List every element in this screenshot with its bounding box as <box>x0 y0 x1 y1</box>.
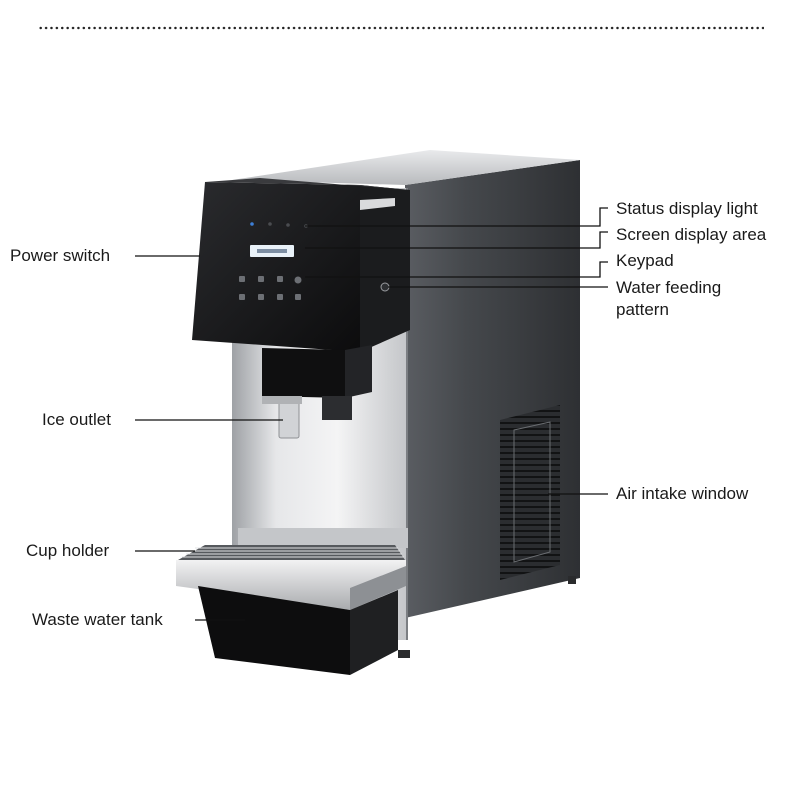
cup-holder-grate <box>178 545 405 560</box>
label-air-intake-window: Air intake window <box>616 484 749 503</box>
water-feeding-port <box>380 282 390 292</box>
label-keypad: Keypad <box>616 251 674 270</box>
dotted-rule <box>38 26 764 30</box>
label-status-display-light: Status display light <box>616 199 758 218</box>
keypad <box>239 276 302 300</box>
cup-holder-tray <box>176 560 406 610</box>
air-intake-window <box>500 405 560 580</box>
label-ice-outlet: Ice outlet <box>42 410 111 429</box>
label-water-feeding-pattern: Water feeding pattern <box>616 278 722 319</box>
top-lid <box>232 150 580 185</box>
label-screen-display-area: Screen display area <box>616 225 767 244</box>
control-head <box>192 182 360 352</box>
label-cup-holder: Cup holder <box>26 541 110 560</box>
waste-water-tank <box>198 586 350 675</box>
leader-lines <box>135 207 608 621</box>
label-waste-water-tank: Waste water tank <box>32 610 163 629</box>
ice-dispenser <box>262 348 345 398</box>
label-power-switch: Power switch <box>10 246 111 265</box>
